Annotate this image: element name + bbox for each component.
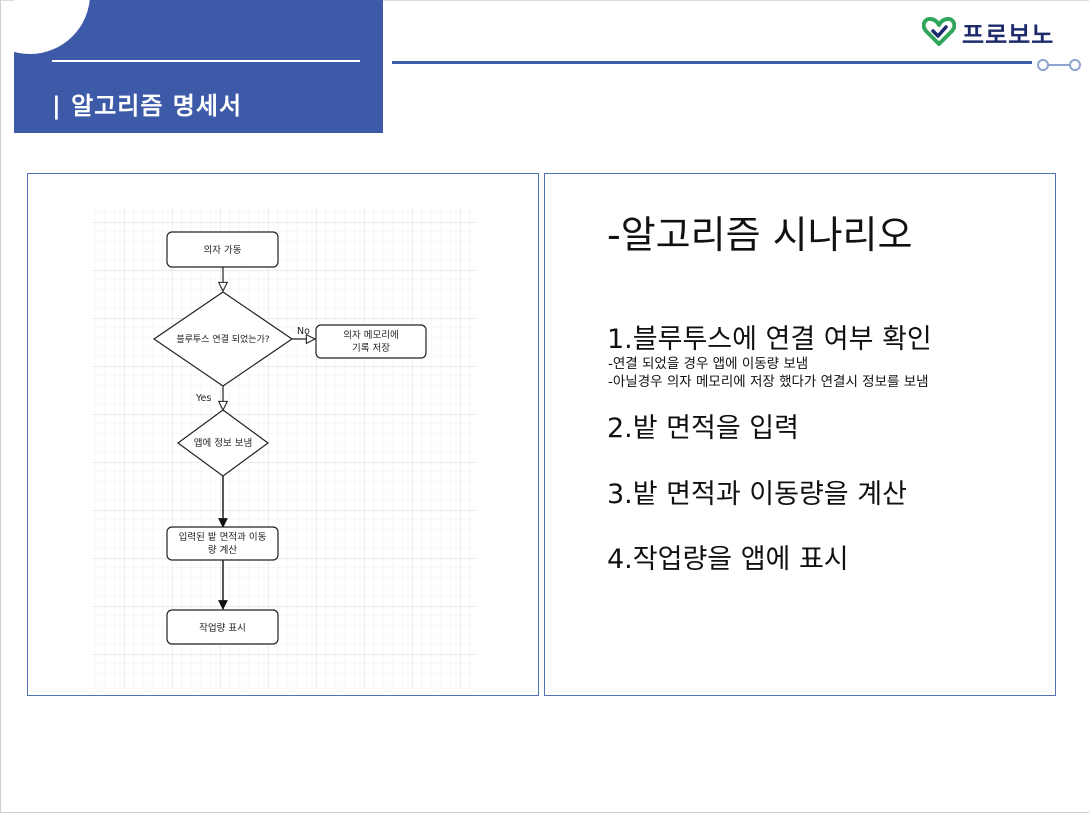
heart-logo-icon	[922, 17, 956, 46]
brand-logo: 프로보노	[922, 14, 1054, 50]
node-decision-bluetooth: 블루투스 연결 되었는가?	[152, 291, 294, 387]
edge-label-no: No	[297, 326, 310, 337]
node-start: 의자 가동	[166, 231, 279, 268]
title-decoration-circle	[14, 0, 90, 54]
diagram-grid-background	[92, 207, 476, 689]
scenario-title: -알고리즘 시나리오	[607, 213, 913, 257]
node-send-label: 앱에 정보 보냄	[194, 437, 252, 449]
slide-bottom-edge	[0, 812, 1089, 813]
edge-label-yes: Yes	[195, 393, 211, 404]
scenario-step-4: 4.작업량을 앱에 표시	[607, 544, 849, 575]
flowchart-panel: No Yes 의자 가동 블루투스 연결 되었는가? 의자 메모리에 기록 저장…	[27, 173, 539, 696]
node-calc-label-line1: 입력된 밭 면적과 이동	[179, 531, 267, 543]
scenario-step-1: 1.블루투스에 연결 여부 확인	[607, 324, 932, 355]
scenario-panel: -알고리즘 시나리오 1.블루투스에 연결 여부 확인 -연결 되었을 경우 앱…	[544, 173, 1056, 696]
node-display: 작업량 표시	[166, 609, 279, 645]
scenario-step-1-note-2: -아닐경우 의자 메모리에 저장 했다가 연결시 정보를 보냄	[608, 374, 929, 390]
slide-left-edge	[0, 0, 1, 812]
node-send-app: 앱에 정보 보냄	[176, 409, 270, 477]
node-decision-label: 블루투스 연결 되었는가?	[176, 333, 270, 345]
connector-decoration-icon	[1037, 59, 1081, 71]
node-start-label: 의자 가동	[204, 245, 242, 256]
logo-wordmark: 프로보노	[962, 20, 1055, 49]
node-calc-label-line2: 량 계산	[208, 544, 237, 556]
title-banner: | 알고리즘 명세서	[14, 0, 383, 133]
scenario-step-1-note-1: -연결 되었을 경우 앱에 이동량 보냄	[608, 356, 809, 372]
scenario-step-3: 3.밭 면적과 이동량을 계산	[607, 479, 907, 510]
page-title: | 알고리즘 명세서	[52, 92, 243, 120]
node-display-label: 작업량 표시	[199, 622, 246, 634]
node-save-label-line1: 의자 메모리에	[343, 330, 398, 341]
node-save-label-line2: 기록 저장	[352, 343, 390, 354]
header-rule	[392, 61, 1032, 64]
slide-top-edge	[0, 0, 1089, 1]
node-calculate: 입력된 밭 면적과 이동 량 계산	[166, 526, 279, 561]
flowchart-diagram: No Yes 의자 가동 블루투스 연결 되었는가? 의자 메모리에 기록 저장…	[92, 207, 476, 689]
node-save-memory: 의자 메모리에 기록 저장	[315, 324, 427, 359]
title-underline	[52, 60, 360, 62]
scenario-step-2: 2.밭 면적을 입력	[607, 413, 799, 444]
